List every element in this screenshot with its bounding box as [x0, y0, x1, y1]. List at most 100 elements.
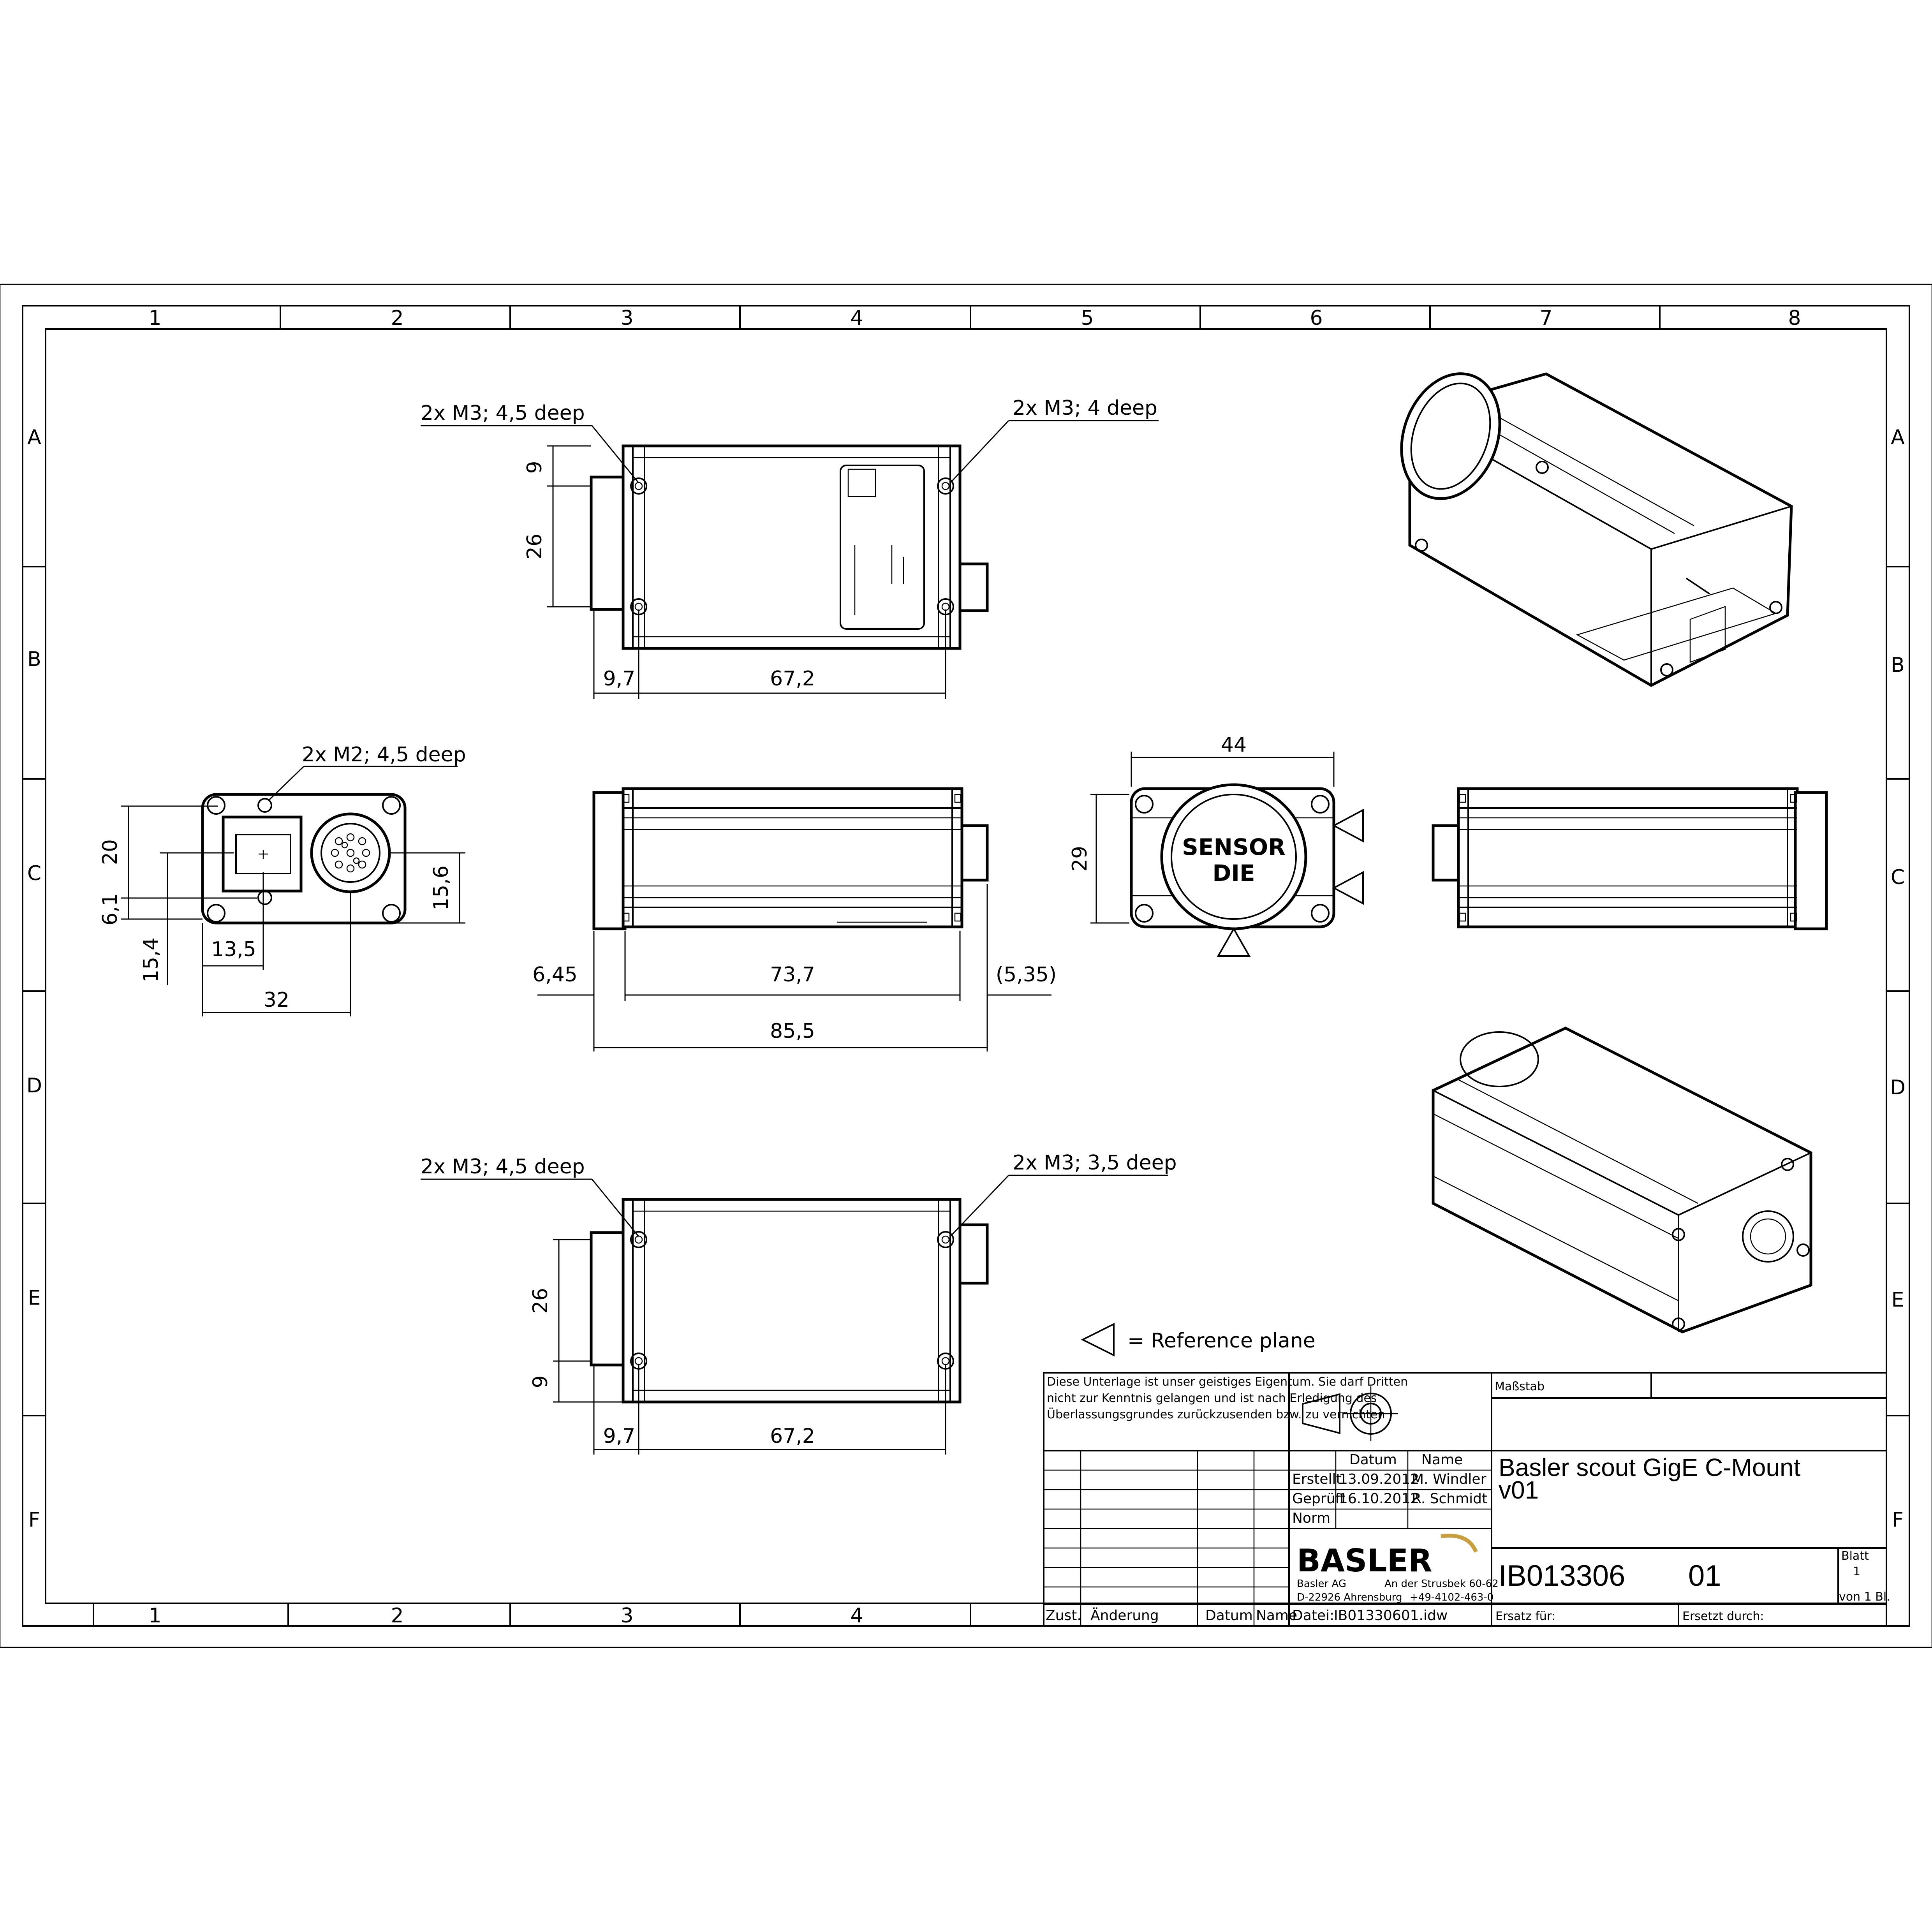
- replaced-by-label: Ersetzt durch:: [1682, 1610, 1764, 1623]
- rear-dim-44: 44: [1221, 733, 1247, 757]
- sensor-die-line2: DIE: [1212, 860, 1255, 886]
- drawing-number: IB013306: [1499, 1559, 1625, 1592]
- revision-zust-label: Zust.: [1046, 1608, 1081, 1624]
- sheet-label: Blatt: [1841, 1549, 1869, 1563]
- drawing-title-line2: v01: [1499, 1476, 1539, 1504]
- grid-row-a-right: A: [1891, 426, 1905, 449]
- created-name: M. Windler: [1412, 1471, 1486, 1487]
- disclaimer-line-3: Überlassungsgrundes zurückzusenden bzw. …: [1047, 1407, 1385, 1421]
- grid-col-8-top: 8: [1788, 306, 1801, 330]
- top-dim-26: 26: [523, 534, 546, 559]
- disclaimer-line-1: Diese Unterlage ist unser geistiges Eige…: [1047, 1375, 1408, 1389]
- top-dim-67-2: 67,2: [770, 667, 815, 690]
- top-view: [590, 444, 989, 650]
- side-dim-85-5: 85,5: [770, 1020, 815, 1043]
- top-note-right: 2x M3; 4 deep: [1013, 396, 1157, 420]
- column-name: Name: [1421, 1452, 1463, 1468]
- grid-row-c-left: C: [27, 862, 41, 885]
- replaces-label: Ersatz für:: [1495, 1610, 1555, 1623]
- bottom-dim-9-7: 9,7: [603, 1425, 636, 1448]
- front-view-dimensions: [121, 766, 465, 1016]
- side-view-dimensions: [537, 884, 1051, 1051]
- grid-col-3-bottom: 3: [620, 1604, 633, 1627]
- connector-pins-icon: [331, 833, 370, 873]
- grid-col-1-top: 1: [148, 306, 161, 330]
- side-view-opposite: [1432, 787, 1828, 930]
- file-label: Datei:: [1292, 1608, 1334, 1624]
- front-dim-15-4: 15,4: [139, 937, 163, 983]
- side-dim-6-45: 6,45: [532, 963, 578, 986]
- grid-row-e-left: E: [28, 1286, 41, 1310]
- bottom-note-right: 2x M3; 3,5 deep: [1013, 1151, 1177, 1175]
- grid-col-4-top: 4: [850, 306, 863, 330]
- reference-plane-triangle-icon: [1217, 808, 1364, 957]
- created-date: 13.09.2012: [1339, 1471, 1419, 1487]
- grid-col-1-bottom: 1: [148, 1604, 161, 1627]
- legend-reference-plane-icon: [1081, 1323, 1115, 1357]
- grid-row-e-right: E: [1891, 1288, 1904, 1312]
- rear-dim-29: 29: [1068, 846, 1092, 872]
- scale-label: Maßstab: [1495, 1380, 1545, 1393]
- grid-row-b-right: B: [1891, 653, 1905, 677]
- isometric-view-bottom: [1432, 606, 1812, 1333]
- side-view: [592, 787, 989, 930]
- bottom-note-left: 2x M3; 4,5 deep: [421, 1155, 585, 1178]
- grid-col-5-top: 5: [1081, 306, 1094, 330]
- front-dim-15-6: 15,6: [430, 865, 453, 911]
- grid-col-3-top: 3: [620, 306, 633, 330]
- grid-col-7-top: 7: [1539, 306, 1552, 330]
- disclaimer-line-2: nicht zur Kenntnis gelangen und ist nach…: [1047, 1391, 1377, 1405]
- grid-col-6-top: 6: [1310, 306, 1323, 330]
- grid-row-a-left: A: [27, 426, 41, 449]
- grid-row-b-left: B: [27, 648, 41, 671]
- grid-row-f-right: F: [1892, 1508, 1904, 1532]
- grid-col-4-bottom: 4: [850, 1604, 863, 1627]
- bottom-view-dimensions: [421, 1175, 1168, 1455]
- company-city: D-22926 Ahrensburg: [1297, 1592, 1402, 1603]
- company-street: An der Strusbek 60-62: [1384, 1578, 1499, 1590]
- sheet-total: von 1 Bl.: [1839, 1590, 1890, 1604]
- front-note: 2x M2; 4,5 deep: [302, 743, 466, 766]
- side-dim-5-35: (5,35): [996, 963, 1057, 986]
- file-name: IB01330601.idw: [1334, 1608, 1448, 1624]
- grid-row-c-right: C: [1891, 866, 1905, 889]
- checked-name: R. Schmidt: [1412, 1491, 1487, 1507]
- revision-date-label: Datum: [1205, 1608, 1253, 1624]
- bottom-dim-9: 9: [529, 1375, 552, 1388]
- checked-date: 16.10.2012: [1339, 1491, 1419, 1507]
- company-name: Basler AG: [1297, 1578, 1346, 1590]
- revision-name-label: Name: [1256, 1608, 1297, 1624]
- isometric-view-top: [1400, 372, 1793, 687]
- basler-logo-text: BASLER: [1297, 1543, 1432, 1579]
- top-note-left: 2x M3; 4,5 deep: [421, 402, 585, 425]
- revision-change-label: Änderung: [1090, 1607, 1159, 1624]
- projection-symbol-icon: [1302, 1386, 1398, 1441]
- drawing-revision: 01: [1688, 1559, 1721, 1592]
- bottom-view: [590, 1198, 989, 1404]
- top-dim-9-7: 9,7: [603, 667, 636, 690]
- legend-text: = Reference plane: [1127, 1329, 1316, 1353]
- rear-view: [1130, 783, 1364, 957]
- sheet-number: 1: [1853, 1565, 1860, 1578]
- front-dim-6-1: 6,1: [99, 893, 122, 926]
- title-block: [1043, 1372, 1887, 1627]
- front-dim-32: 32: [264, 988, 289, 1012]
- grid-col-2-bottom: 2: [391, 1604, 403, 1627]
- created-label: Erstellt: [1292, 1471, 1342, 1487]
- top-view-dimensions: [421, 420, 1159, 699]
- front-view: [201, 793, 407, 925]
- sensor-die-line1: SENSOR: [1182, 834, 1286, 860]
- grid-col-2-top: 2: [391, 306, 403, 330]
- rear-view-dimensions: [1090, 752, 1335, 924]
- grid-row-d-right: D: [1890, 1076, 1906, 1099]
- bottom-dim-26: 26: [529, 1288, 552, 1314]
- bottom-dim-67-2: 67,2: [770, 1425, 815, 1448]
- front-dim-13-5: 13,5: [211, 938, 256, 961]
- top-dim-9: 9: [523, 461, 546, 474]
- checked-label: Geprüft: [1292, 1491, 1346, 1507]
- column-datum: Datum: [1349, 1452, 1397, 1468]
- drawing-title-line1: Basler scout GigE C-Mount: [1499, 1453, 1801, 1481]
- grid-row-d-left: D: [26, 1074, 42, 1097]
- basler-logo: [1441, 1534, 1478, 1553]
